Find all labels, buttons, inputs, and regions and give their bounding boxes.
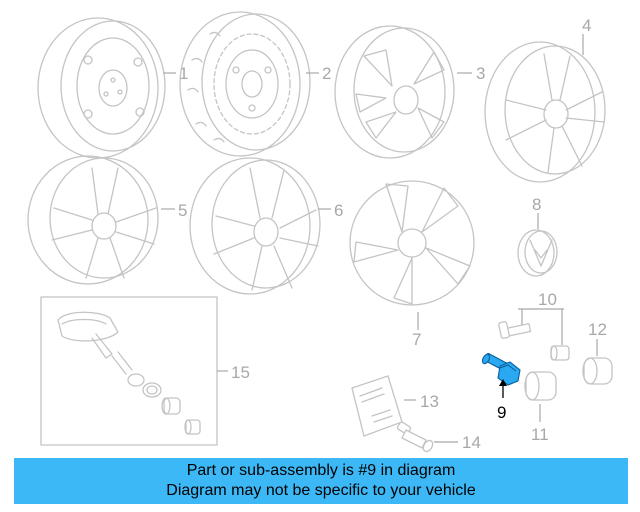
callout-8: 8 bbox=[532, 195, 541, 214]
part-3-alloy-wheel[interactable]: 3 bbox=[334, 25, 485, 159]
callout-4: 4 bbox=[582, 16, 591, 35]
part-9-wheel-bolt[interactable]: 9 bbox=[481, 353, 521, 422]
callout-9: 9 bbox=[497, 403, 506, 422]
banner-line-1: Part or sub-assembly is #9 in diagram bbox=[186, 462, 456, 479]
part-8-center-cap[interactable]: 8 bbox=[517, 195, 558, 277]
callout-3: 3 bbox=[476, 64, 485, 83]
part-15-tpms-kit[interactable]: 15 bbox=[40, 296, 250, 446]
callout-1: 1 bbox=[179, 64, 188, 83]
callout-12: 12 bbox=[588, 320, 607, 339]
part-4-alloy-wheel[interactable]: 4 bbox=[484, 16, 606, 183]
callout-13: 13 bbox=[420, 392, 439, 411]
part-14-valve-stem[interactable]: 14 bbox=[396, 421, 481, 453]
parts-diagram: 1 2 3 4 bbox=[27, 11, 613, 453]
callout-15: 15 bbox=[231, 363, 250, 382]
callout-11: 11 bbox=[531, 425, 549, 444]
callout-5: 5 bbox=[178, 201, 187, 220]
info-banner: Part or sub-assembly is #9 in diagram Di… bbox=[14, 458, 628, 504]
part-12-lock-nut[interactable]: 12 bbox=[582, 320, 613, 385]
part-2-spare-wheel[interactable]: 2 bbox=[179, 11, 331, 157]
callout-7: 7 bbox=[412, 330, 421, 349]
part-7-alloy-wheel[interactable]: 7 bbox=[349, 180, 475, 349]
callout-6: 6 bbox=[334, 201, 343, 220]
part-11-key-adapter[interactable]: 11 bbox=[524, 371, 557, 444]
callout-14: 14 bbox=[462, 433, 481, 452]
part-1-steel-wheel[interactable]: 1 bbox=[37, 17, 188, 159]
callout-10: 10 bbox=[538, 290, 557, 309]
banner-line-2: Diagram may not be specific to your vehi… bbox=[166, 482, 476, 499]
part-6-alloy-wheel[interactable]: 6 bbox=[189, 157, 343, 295]
part-5-alloy-wheel[interactable]: 5 bbox=[27, 155, 187, 285]
part-13-document[interactable]: 13 bbox=[351, 375, 439, 437]
callout-2: 2 bbox=[322, 64, 331, 83]
part-10-lock-bolt-set[interactable]: 10 bbox=[498, 290, 570, 361]
